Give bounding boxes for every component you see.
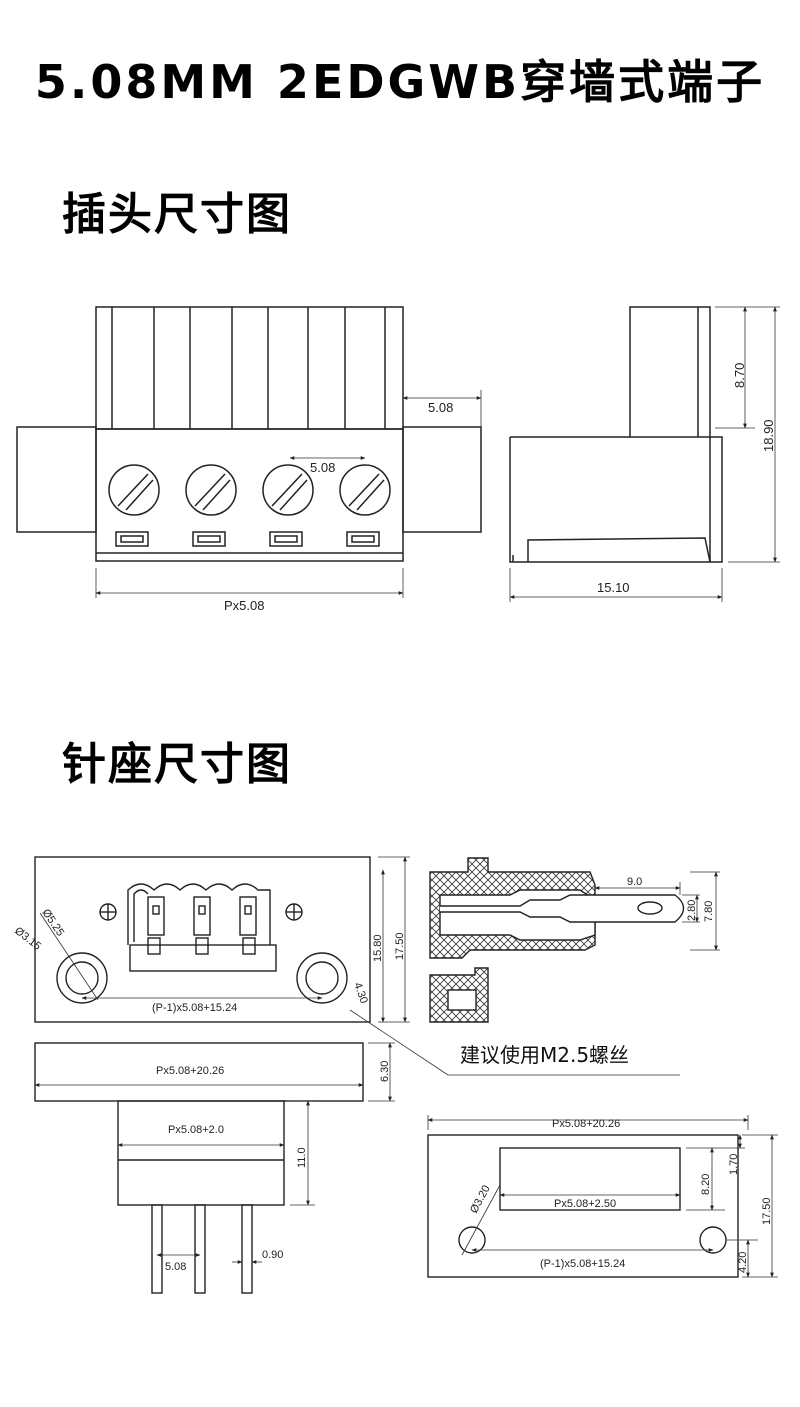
- screw-1: [108, 464, 160, 516]
- dim-cutout-width: Px5.08+2.50: [554, 1198, 616, 1210]
- dim-panel-hole-span: (P-1)x5.08+15.24: [540, 1258, 625, 1270]
- dim-upper-height: 8.70: [732, 363, 747, 388]
- screw-4: [339, 464, 391, 516]
- dim-panel-hole-offset: 4.20: [737, 1252, 749, 1273]
- dim-panel-hole: Ø3.20: [468, 1183, 493, 1215]
- header-bottom-dims: [34, 1042, 395, 1264]
- dim-panel-width: Px5.08+20.26: [552, 1118, 620, 1130]
- dim-hole-inner: Ø3.15: [12, 925, 43, 953]
- dim-pin-dia: 0.90: [262, 1249, 283, 1261]
- dim-total-height: 18.90: [761, 419, 776, 452]
- dim-height-total: 17.50: [394, 932, 406, 960]
- dim-total-width: Px5.08: [224, 598, 264, 613]
- plug-front-view: [16, 306, 482, 562]
- panel-cutout-view: [427, 1134, 739, 1278]
- dim-panel-height: 17.50: [761, 1197, 773, 1225]
- dim-pin-pitch: 5.08: [165, 1261, 186, 1273]
- dim-bottom-width: Px5.08+20.26: [156, 1065, 224, 1077]
- dim-pin-length: 9.0: [627, 876, 642, 888]
- dim-cutout-height: 8.20: [700, 1174, 712, 1195]
- dim-height-inner: 15.80: [372, 934, 384, 962]
- dim-depth: 15.10: [597, 580, 630, 595]
- plug-front-dims: [95, 390, 482, 598]
- dim-bottom-thick: 6.30: [379, 1061, 391, 1082]
- dim-hole-span: (P-1)x5.08+15.24: [152, 1002, 237, 1014]
- dim-pin-t2: 7.80: [703, 901, 715, 922]
- dim-pitch: 5.08: [310, 460, 335, 475]
- dim-pin-t1: 2.80: [686, 900, 698, 921]
- screw-2: [185, 464, 237, 516]
- dim-cutout-offset: 1.70: [728, 1154, 740, 1175]
- header-front-view: [34, 856, 371, 1023]
- panel-cutout-dims: [427, 1115, 778, 1278]
- header-front-dims: [39, 856, 680, 1076]
- plug-section-title: 插头尺寸图: [62, 189, 292, 240]
- dim-hole-outer: Ø5.25: [40, 907, 67, 939]
- plug-side-dims: [509, 306, 780, 602]
- page-title: 5.08MM 2EDGWB穿墙式端子: [34, 55, 766, 109]
- screw-note: 建议使用M2.5螺丝: [460, 1043, 629, 1067]
- header-bottom-view: [34, 1042, 364, 1294]
- dim-hole-offset: 4.30: [351, 981, 370, 1005]
- screw-3: [262, 464, 314, 516]
- header-section-title: 针座尺寸图: [62, 739, 292, 790]
- header-side-view: [429, 857, 685, 1023]
- header-side-dims: [594, 871, 720, 951]
- dim-body-height: 11.0: [296, 1147, 308, 1168]
- dim-ear-width: 5.08: [428, 400, 453, 415]
- plug-side-view: [509, 306, 723, 563]
- dim-body-width: Px5.08+2.0: [168, 1124, 224, 1136]
